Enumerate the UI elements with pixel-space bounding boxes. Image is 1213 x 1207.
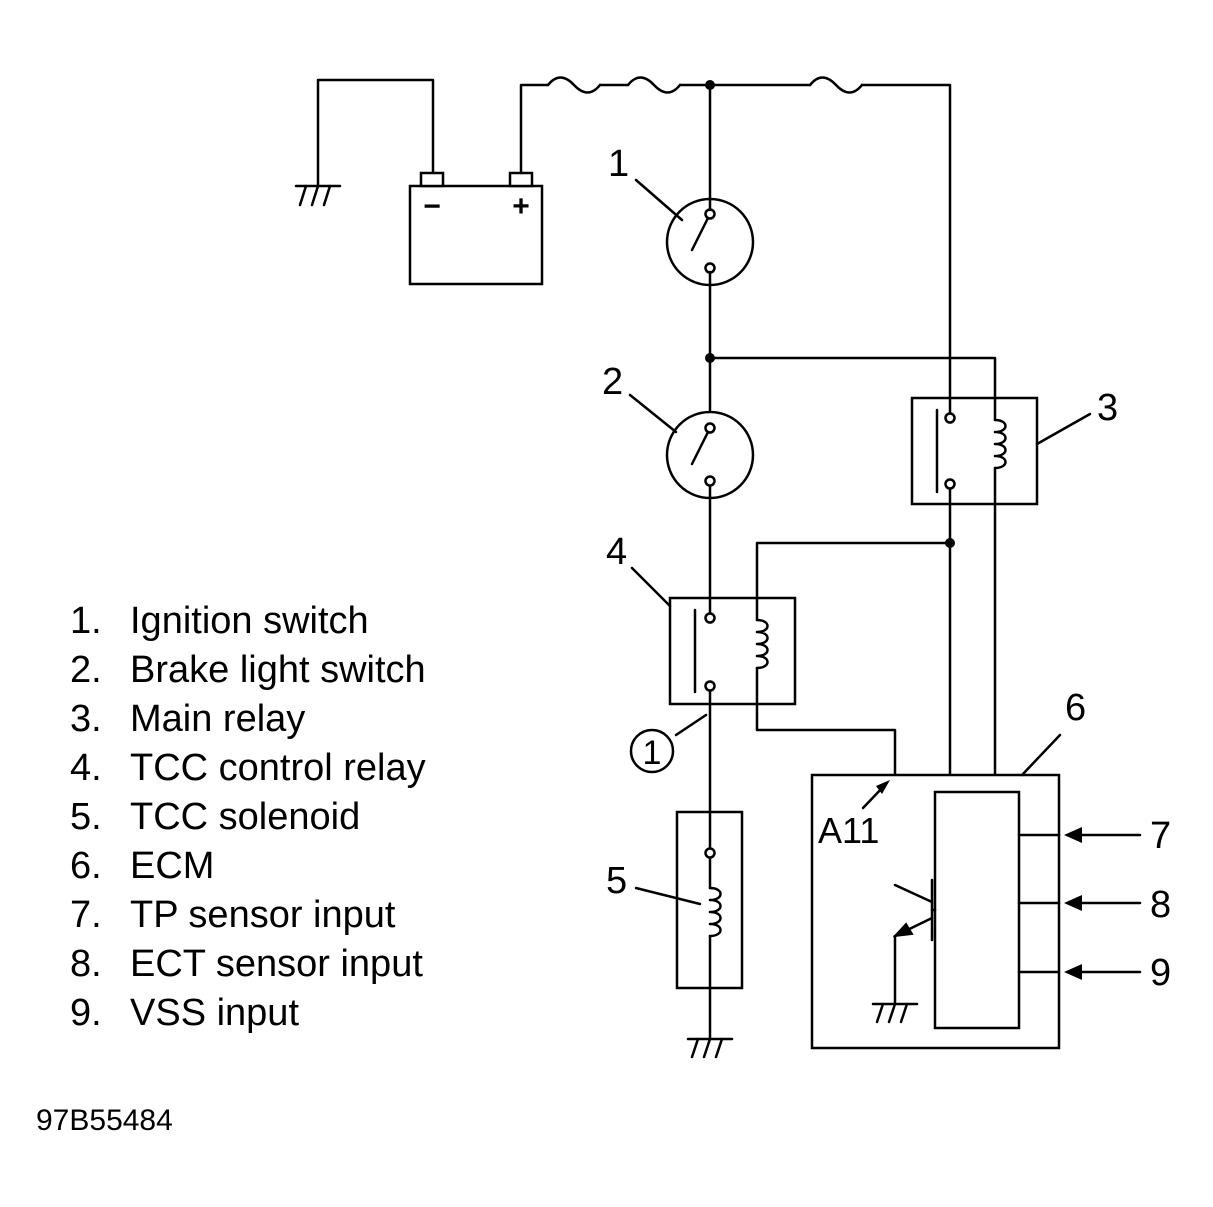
callout-9: 9 (1150, 952, 1171, 994)
legend-num-4: 4. (70, 747, 102, 789)
fuse-1 (546, 76, 602, 94)
callout-4: 4 (606, 531, 627, 573)
legend-label-4: TCC control relay (130, 747, 426, 789)
battery-ground-wire (294, 78, 435, 207)
battery-positive-label: + (512, 190, 530, 223)
legend-label-5: TCC solenoid (130, 796, 360, 838)
legend-label-2: Brake light switch (130, 649, 426, 691)
ecm (810, 773, 1061, 1050)
connector-number: 1 (643, 734, 662, 772)
legend: 1. Ignition switch 2. Brake light switch… (70, 600, 426, 1034)
legend-label-8: ECT sensor input (130, 943, 423, 985)
pin-a11-label: A11 (818, 810, 879, 851)
input-arrows (1064, 827, 1142, 980)
main-relay (910, 396, 1039, 506)
legend-label-3: Main relay (130, 698, 305, 740)
fuse-3 (808, 76, 864, 94)
legend-num-8: 8. (70, 943, 102, 985)
fuse-2 (626, 76, 682, 94)
legend-num-5: 5. (70, 796, 102, 838)
callout-6: 6 (1065, 687, 1086, 729)
legend-num-2: 2. (70, 649, 102, 691)
tcc-control-relay (668, 596, 797, 706)
legend-label-6: ECM (130, 845, 214, 887)
legend-label-1: Ignition switch (130, 600, 369, 642)
legend-num-7: 7. (70, 894, 102, 936)
solenoid-ground (686, 986, 734, 1059)
callout-1: 1 (608, 143, 629, 185)
brake-light-switch (665, 410, 755, 500)
callout-8: 8 (1150, 884, 1171, 926)
callout-5: 5 (606, 860, 627, 902)
battery: − + (408, 171, 544, 286)
callout-7: 7 (1150, 815, 1171, 857)
battery-negative-label: − (423, 190, 441, 223)
main-power-bus (519, 76, 952, 407)
figure-code: 97B55484 (36, 1104, 173, 1137)
legend-num-1: 1. (70, 600, 102, 642)
callout-2: 2 (602, 361, 623, 403)
connector-callout: 1 (629, 728, 675, 774)
legend-num-3: 3. (70, 698, 102, 740)
legend-num-6: 6. (70, 845, 102, 887)
legend-num-9: 9. (70, 992, 102, 1034)
legend-label-9: VSS input (130, 992, 299, 1034)
legend-label-7: TP sensor input (130, 894, 396, 936)
callout-3: 3 (1097, 387, 1118, 429)
